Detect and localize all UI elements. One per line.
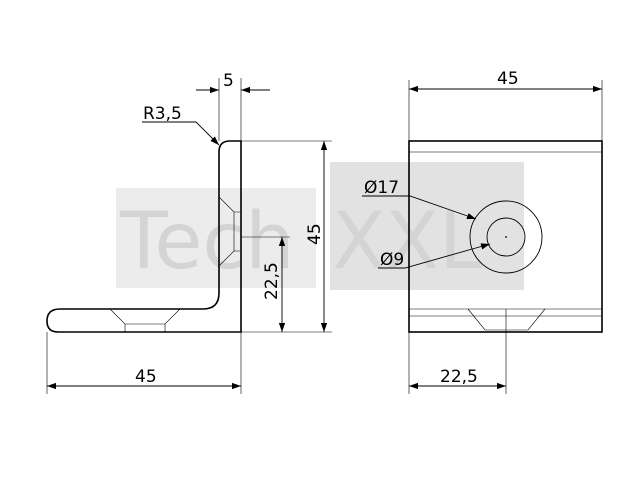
dim-d17-label: Ø17 (364, 178, 399, 198)
hole-outer-circle (469, 200, 543, 274)
side-countersink-vertical (218, 196, 235, 267)
dim-225-label: 22,5 (262, 262, 282, 300)
front-outline (408, 140, 603, 333)
dim-d17-leader (362, 195, 477, 220)
hole-inner-circle (486, 217, 526, 257)
front-countersink (467, 308, 546, 331)
side-countersink-horizontal (109, 308, 181, 325)
dim-45-length-label: 45 (135, 367, 157, 387)
side-view: 5 R3,5 45 22,5 45 (46, 71, 332, 394)
dim-d9-label: Ø9 (380, 250, 404, 270)
hole-center (505, 236, 507, 238)
dim-d9-leader (378, 243, 491, 269)
watermark-backdrop-right (330, 162, 524, 290)
side-countersink-vertical-inner (234, 211, 241, 252)
watermark: Tech XXL (116, 162, 524, 290)
dim-5-label: 5 (223, 71, 234, 91)
dim-r35-leader (142, 121, 220, 146)
side-countersink-horizontal-inner (124, 324, 166, 332)
dim-front-225-label: 22,5 (440, 367, 478, 387)
side-profile-outline (46, 140, 242, 333)
watermark-text-right: XXL (332, 197, 483, 287)
watermark-text-left: Tech (119, 197, 295, 287)
dim-front-45-label: 45 (497, 69, 519, 89)
front-view: 45 Ø17 Ø9 22,5 (362, 69, 603, 394)
dim-45-height-label: 45 (305, 223, 325, 245)
dim-r35-label: R3,5 (143, 104, 182, 124)
